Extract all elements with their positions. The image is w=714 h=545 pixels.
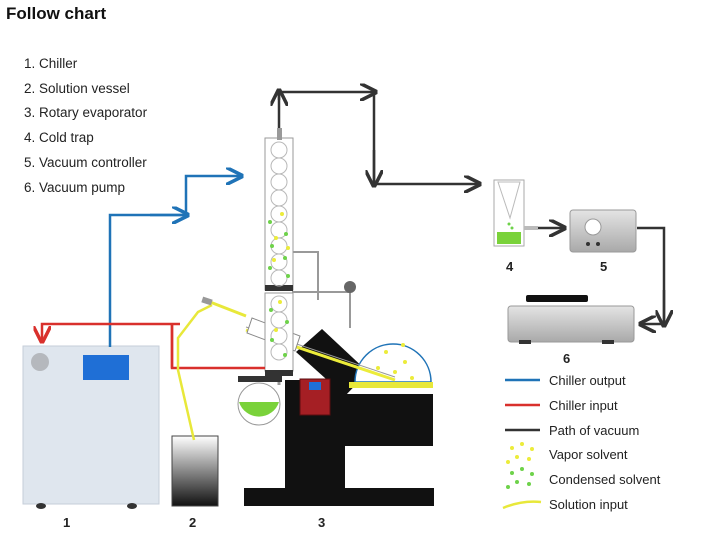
cold-trap: [493, 179, 538, 247]
legend-label-vacuum-path: Path of vacuum: [549, 423, 639, 438]
solution-vessel: [171, 435, 219, 507]
vacuum-path-line-1: [277, 92, 374, 128]
label-number-4: 4: [506, 259, 514, 274]
component-item-cold-trap: 4. Cold trap: [24, 130, 94, 146]
rotary-evaporator: [237, 128, 434, 506]
chiller-knob: [31, 353, 49, 371]
label-number-2: 2: [189, 515, 196, 530]
legend-label-condensed-solvent: Condensed solvent: [549, 472, 661, 487]
label-number-3: 3: [318, 515, 325, 530]
vacuum-path-line-4: [637, 226, 666, 324]
label-number-6: 6: [563, 351, 570, 366]
label-number-1: 1: [63, 515, 70, 530]
component-list: 1. Chiller 2. Solution vessel 3. Rotary …: [24, 52, 147, 200]
page-title: Follow chart: [6, 4, 107, 23]
legend-label-solution-input: Solution input: [549, 497, 628, 512]
legend-label-vapor-solvent: Vapor solvent: [549, 447, 628, 462]
component-item-solution-vessel: 2. Solution vessel: [24, 80, 130, 96]
label-number-5: 5: [600, 259, 607, 274]
vacuum-controller: [569, 209, 637, 253]
component-item-chiller: 1. Chiller: [24, 56, 78, 71]
vacuum-path-line-2: [372, 92, 478, 184]
chiller-input-line-1: [42, 322, 180, 340]
chiller-display: [83, 355, 129, 380]
component-item-rotary-evaporator: 3. Rotary evaporator: [24, 105, 148, 121]
vacuum-pump: [507, 295, 635, 344]
solution-input-line: [176, 303, 213, 441]
legend-swatch-condensed-solvent: [506, 467, 534, 489]
legend-swatch-vapor-solvent: [506, 442, 534, 464]
component-item-vacuum-controller: 5. Vacuum controller: [24, 154, 147, 170]
legend-label-chiller-input: Chiller input: [549, 398, 618, 413]
component-item-vacuum-pump: 6. Vacuum pump: [24, 179, 126, 195]
chiller: [22, 345, 160, 509]
legend: Chiller output Chiller input Path of vac…: [502, 373, 661, 512]
legend-label-chiller-output: Chiller output: [549, 373, 626, 388]
chiller-output-line: [108, 176, 240, 347]
legend-swatch-solution-input: [502, 500, 542, 510]
